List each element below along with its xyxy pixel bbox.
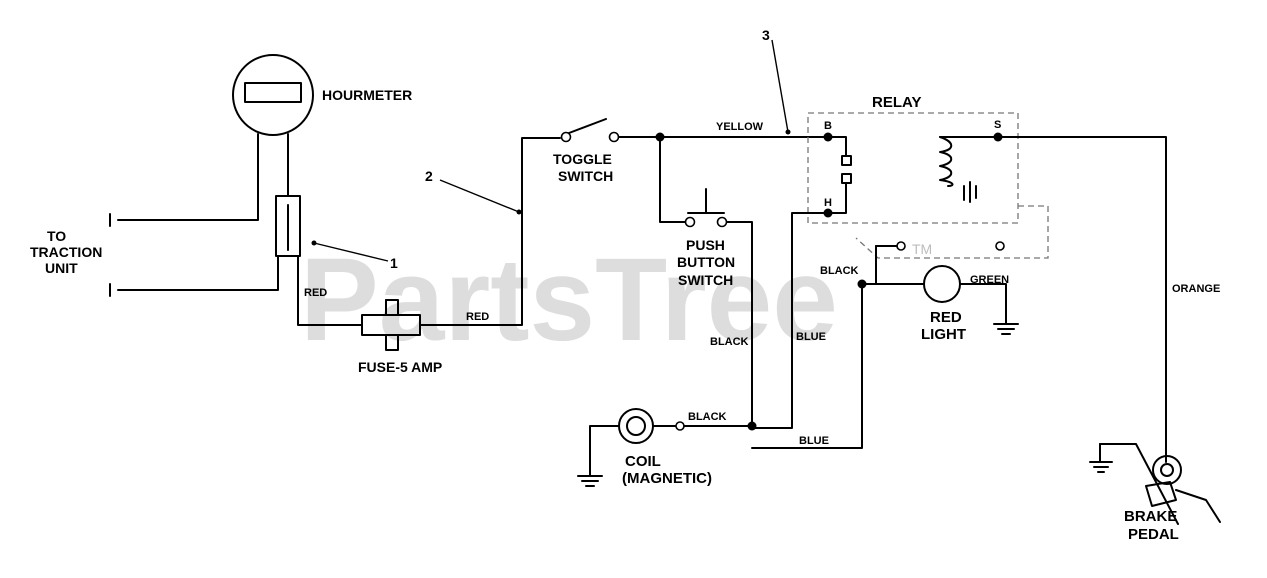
callout-2: 2 — [425, 168, 433, 184]
traction-label-3: UNIT — [45, 260, 78, 276]
wire-label-blue-mid: BLUE — [796, 331, 826, 343]
hourmeter-symbol — [109, 54, 363, 326]
wire-label-blue-bottom: BLUE — [799, 435, 829, 447]
callout-1: 1 — [390, 255, 398, 271]
wire-label-black-coil: BLACK — [688, 411, 727, 423]
callout-3-leader — [771, 39, 789, 133]
wire-label-orange: ORANGE — [1172, 283, 1220, 295]
callout-2-leader — [439, 179, 520, 213]
relay-terminal-b: B — [824, 120, 832, 132]
relay-symbol — [807, 112, 1049, 259]
callout-2-dot — [516, 209, 522, 215]
toggle-switch-symbol — [560, 118, 661, 143]
brake-pedal-label-2: PEDAL — [1128, 526, 1179, 543]
blue-wire-bottom — [751, 283, 863, 449]
wire-label-red-fuse: RED — [466, 311, 489, 323]
push-button-label-1: PUSH — [686, 237, 725, 253]
toggle-switch-label-1: TOGGLE — [553, 151, 612, 167]
coil-symbol — [577, 408, 757, 487]
watermark: PartsTree — [300, 234, 838, 366]
relay-terminal-h: H — [824, 197, 832, 209]
wire-label-green: GREEN — [970, 274, 1009, 286]
watermark-tm: TM — [912, 241, 932, 257]
callout-1-leader — [313, 242, 389, 262]
wire-label-black-push: BLACK — [710, 336, 749, 348]
traction-label-1: TO — [47, 228, 66, 244]
hourmeter-label: HOURMETER — [322, 87, 412, 103]
callout-3: 3 — [762, 27, 770, 43]
coil-label-2: (MAGNETIC) — [622, 470, 712, 487]
brake-pedal-label-1: BRAKE — [1124, 508, 1177, 525]
wire-label-yellow: YELLOW — [716, 121, 764, 133]
fuse-symbol — [361, 137, 561, 351]
wire-label-black-relay: BLACK — [820, 265, 859, 277]
relay-terminal-s: S — [994, 119, 1001, 131]
callout-3-dot — [785, 129, 791, 135]
coil-label-1: COIL — [625, 453, 661, 470]
red-light-symbol — [923, 265, 1019, 335]
toggle-switch-label-2: SWITCH — [558, 168, 613, 184]
orange-wire — [997, 136, 1167, 463]
wire-label-red-hourmeter: RED — [304, 287, 327, 299]
brake-pedal-symbol — [1089, 443, 1221, 525]
push-button-switch-symbol — [659, 136, 753, 429]
relay-label: RELAY — [872, 94, 921, 111]
blue-wire-relay — [751, 212, 829, 429]
callout-1-dot — [311, 240, 317, 246]
push-button-label-3: SWITCH — [678, 272, 733, 288]
red-light-label-2: LIGHT — [921, 326, 966, 343]
push-button-label-2: BUTTON — [677, 254, 735, 270]
fuse-label: FUSE-5 AMP — [358, 359, 442, 375]
traction-label-2: TRACTION — [30, 244, 102, 260]
red-light-label-1: RED — [930, 309, 962, 326]
